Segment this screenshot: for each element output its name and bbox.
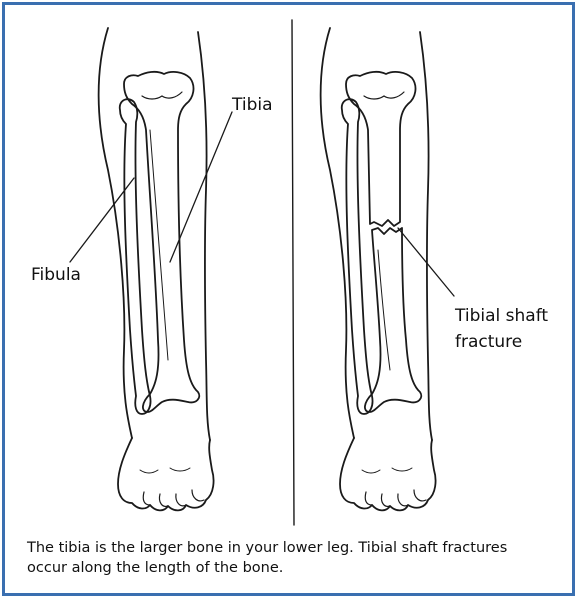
- fibula-label: Fibula: [31, 264, 81, 286]
- fracture-leader-line: [398, 228, 454, 296]
- right-leg: [321, 28, 454, 510]
- right-foot: [340, 438, 436, 510]
- right-tibia-lower: [365, 228, 421, 412]
- left-leg-outline-left: [99, 28, 132, 438]
- fracture-label-line2: fracture: [455, 331, 522, 353]
- right-leg-outline-left: [321, 28, 354, 438]
- panel-divider: [292, 20, 294, 525]
- tibia-label: Tibia: [232, 94, 273, 116]
- left-foot: [118, 438, 214, 510]
- fracture-label-line1: Tibial shaft: [455, 305, 548, 327]
- left-leg-outline-right: [198, 32, 210, 440]
- left-leg: [70, 28, 232, 510]
- right-tibia-upper: [346, 72, 415, 226]
- right-leg-outline-right: [420, 32, 432, 440]
- figure-caption: The tibia is the larger bone in your low…: [27, 538, 547, 578]
- tibia-leader-line: [170, 112, 232, 262]
